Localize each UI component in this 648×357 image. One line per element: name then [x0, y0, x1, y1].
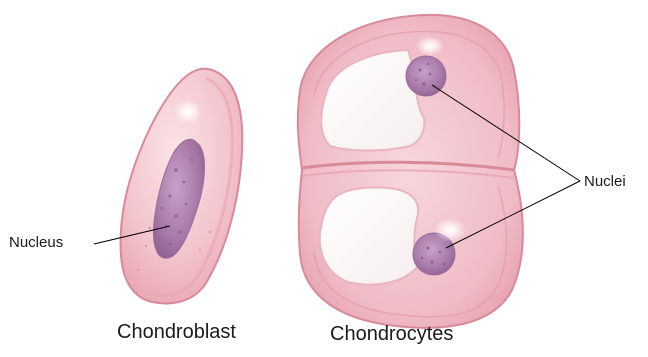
- highlight-glare: [174, 100, 202, 124]
- nuclei-label: Nuclei: [584, 173, 626, 190]
- chondroblast-caption: Chondroblast: [117, 321, 236, 344]
- chondrocytes-cells: [298, 15, 523, 328]
- nucleus-label: Nucleus: [9, 234, 63, 251]
- highlight-glare: [434, 218, 466, 242]
- highlight-glare: [416, 36, 444, 56]
- chondrocytes-caption: Chondrocytes: [330, 323, 453, 346]
